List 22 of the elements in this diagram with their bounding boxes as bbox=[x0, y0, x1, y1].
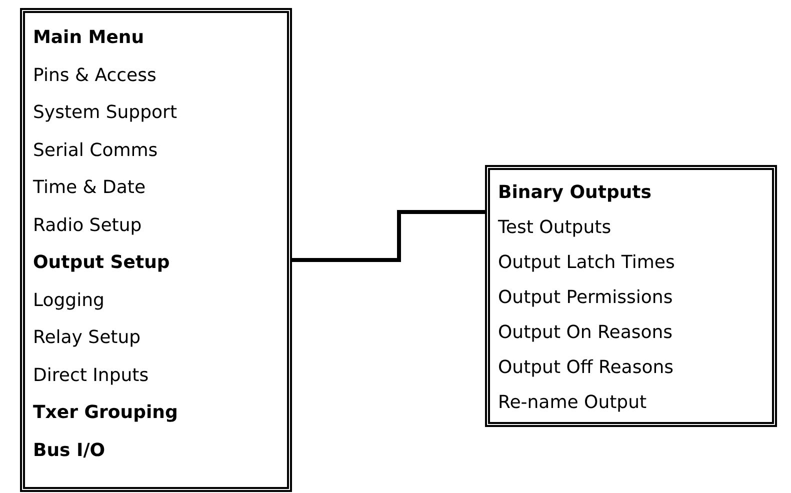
menu-item: Pins & Access bbox=[33, 64, 156, 86]
menu-item: Relay Setup bbox=[33, 327, 141, 349]
connector-line bbox=[292, 210, 485, 262]
menu-item-highlighted: Txer Grouping bbox=[33, 402, 178, 424]
menu-panel bbox=[485, 165, 777, 427]
menu-item: Logging bbox=[33, 290, 104, 312]
menu-item: System Support bbox=[33, 102, 177, 124]
menu-item: Output Latch Times bbox=[498, 252, 675, 274]
menu-item: Output On Reasons bbox=[498, 322, 673, 344]
menu-item: Time & Date bbox=[33, 177, 146, 199]
menu-heading: Binary Outputs bbox=[498, 182, 652, 204]
menu-item-highlighted: Output Setup bbox=[33, 252, 170, 274]
menu-heading: Main Menu bbox=[33, 27, 144, 49]
menu-item: Test Outputs bbox=[498, 217, 612, 239]
menu-item: Serial Comms bbox=[33, 140, 158, 162]
menu-item: Direct Inputs bbox=[33, 364, 149, 386]
menu-panel bbox=[20, 8, 292, 492]
menu-item: Output Permissions bbox=[498, 287, 673, 309]
menu-item: Re-name Output bbox=[498, 392, 647, 414]
menu-item-highlighted: Bus I/O bbox=[33, 440, 106, 462]
menu-item: Radio Setup bbox=[33, 214, 142, 236]
menu-item: Output Off Reasons bbox=[498, 357, 674, 379]
